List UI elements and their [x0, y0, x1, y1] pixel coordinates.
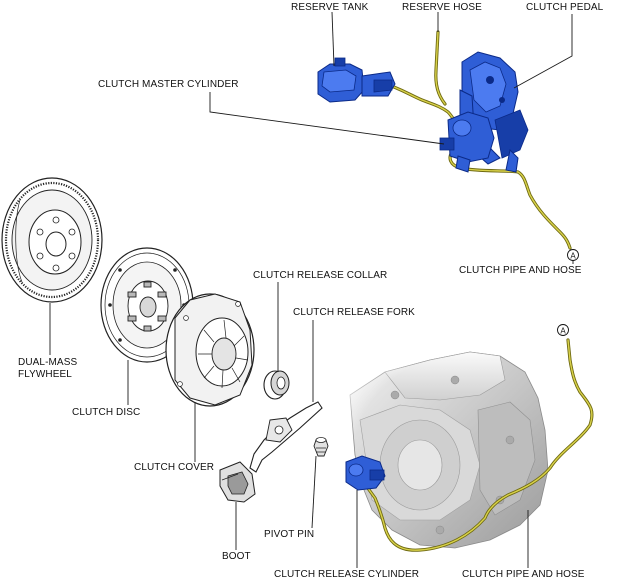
clutch-release-collar: [263, 370, 290, 400]
transaxle: [340, 340, 610, 575]
label-pivot-pin: PIVOT PIN: [264, 529, 315, 540]
label-clutch-master-cylinder: CLUTCH MASTER CYLINDER: [98, 79, 239, 90]
label-clutch-release-fork: CLUTCH RELEASE FORK: [293, 307, 415, 318]
connector-marker-top: A: [567, 249, 579, 261]
clutch-master-cylinder: [439, 111, 495, 173]
dual-mass-flywheel: [1, 177, 103, 303]
connector-label-top: A: [570, 252, 576, 261]
clutch-cover: [165, 293, 255, 407]
connector-marker-bottom: A: [557, 324, 569, 336]
pipe-lower: [360, 338, 594, 552]
reserve-tank: [317, 57, 396, 103]
label-clutch-disc: CLUTCH DISC: [72, 407, 141, 418]
label-boot: BOOT: [222, 551, 251, 562]
label-clutch-release-collar: CLUTCH RELEASE COLLAR: [253, 270, 388, 281]
label-clutch-pipe-and-hose-bottom: CLUTCH PIPE AND HOSE: [462, 569, 585, 580]
boot: [219, 461, 256, 503]
label-reserve-tank: RESERVE TANK: [291, 2, 369, 13]
label-clutch-release-cylinder: CLUTCH RELEASE CYLINDER: [274, 569, 420, 580]
label-reserve-hose: RESERVE HOSE: [402, 2, 482, 13]
label-clutch-pedal: CLUTCH PEDAL: [526, 2, 604, 13]
clutch-release-cylinder: [345, 455, 386, 491]
label-clutch-cover: CLUTCH COVER: [134, 462, 215, 473]
label-clutch-pipe-and-hose-top: CLUTCH PIPE AND HOSE: [459, 265, 582, 276]
pivot-pin: [313, 437, 329, 457]
connector-label-bottom: A: [560, 327, 566, 336]
clutch-release-fork: [249, 401, 323, 473]
leader-lines: [49, 11, 574, 568]
label-dual-mass-flywheel: DUAL-MASS FLYWHEEL: [18, 357, 78, 380]
